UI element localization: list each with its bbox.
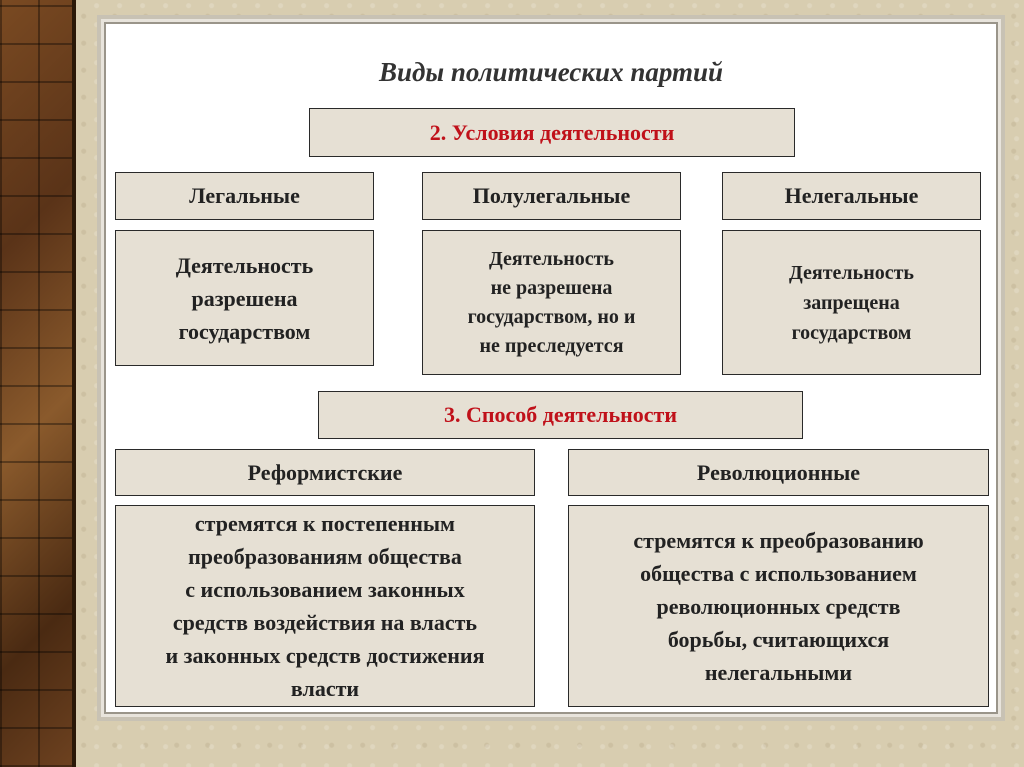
legal-description: Деятельность разрешена государством <box>115 230 374 366</box>
section-3-heading: 3. Способ деятельности <box>318 391 803 439</box>
reformist-description: стремятся к постепенным преобразованиям … <box>115 505 535 707</box>
page-title: Виды политических партий <box>378 57 724 87</box>
section-2-heading: 2. Условия деятельности <box>309 108 795 157</box>
revolutionary-description: стремятся к преобразованию общества с ис… <box>568 505 989 707</box>
semi-legal-label: Полулегальные <box>422 172 681 220</box>
legal-label: Легальные <box>115 172 374 220</box>
decorative-side-strip <box>0 0 76 767</box>
reformist-label: Реформистские <box>115 449 535 496</box>
semi-legal-description: Деятельность не разрешена государством, … <box>422 230 681 375</box>
illegal-description: Деятельность запрещена государством <box>722 230 981 375</box>
revolutionary-label: Революционные <box>568 449 989 496</box>
illegal-label: Нелегальные <box>722 172 981 220</box>
